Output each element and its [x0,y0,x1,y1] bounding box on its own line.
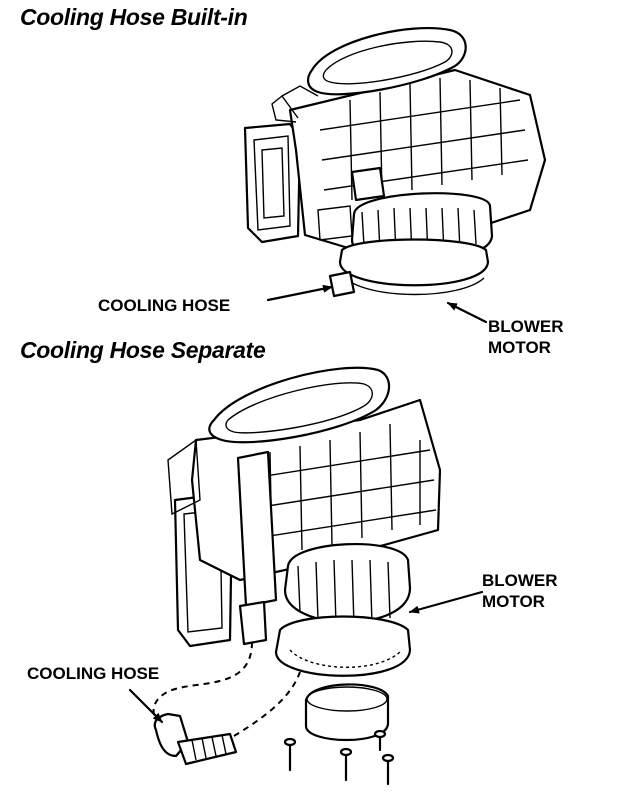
screw-left [283,737,297,772]
top-cooling-hose-arrow [266,284,334,302]
cooling-hose-route-upper [152,641,253,725]
label-bottom-blower-motor-line1: BLOWER [482,571,558,590]
cooling-hose-route-lower [233,671,301,737]
label-top-cooling-hose: COOLING HOSE [98,296,231,315]
bottom-blower-assembly [152,366,442,786]
screw-center [339,747,353,782]
label-top-blower-motor: BLOWER MOTOR [488,316,564,358]
top-blower-assembly [243,27,547,298]
label-bottom-blower-motor-line2: MOTOR [482,592,545,611]
label-top-blower-motor-line1: BLOWER [488,317,564,336]
label-bottom-blower-motor: BLOWER MOTOR [482,570,558,612]
heading-cooling-hose-separate: Cooling Hose Separate [20,337,266,363]
screw-right-lower [381,753,395,786]
top-blower-motor-arrow [446,301,488,324]
label-bottom-cooling-hose: COOLING HOSE [27,664,160,683]
bottom-cooling-hose-arrow [128,688,164,724]
screw-right-upper [373,729,387,752]
heading-cooling-hose-built-in: Cooling Hose Built-in [20,4,248,30]
bottom-blower-motor-arrow [408,590,484,614]
label-top-blower-motor-line2: MOTOR [488,338,551,357]
